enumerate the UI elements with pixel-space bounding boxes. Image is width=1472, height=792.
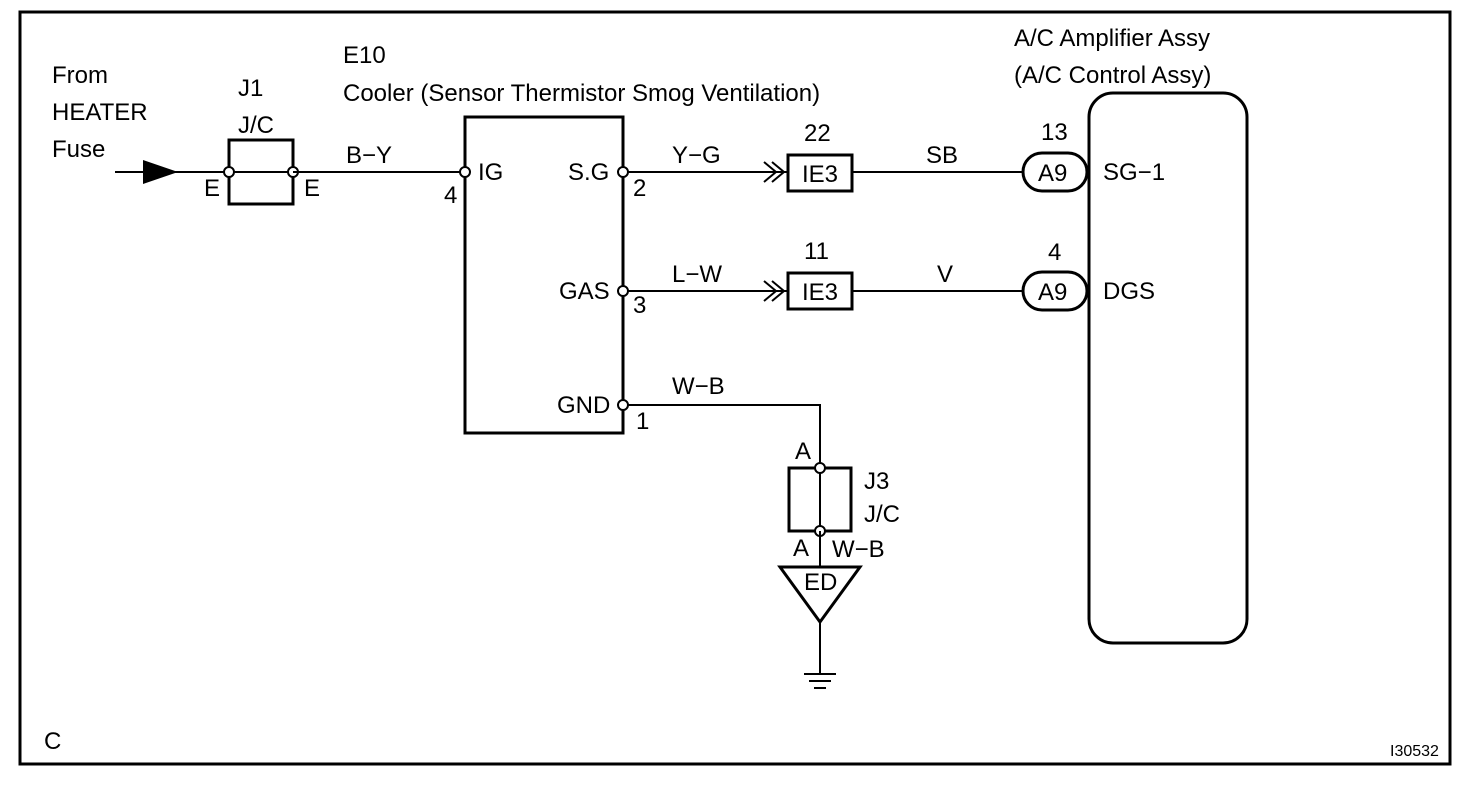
wire-v-label: V bbox=[937, 261, 953, 288]
e10-id: E10 bbox=[343, 42, 386, 69]
amplifier-subtitle: (A/C Control Assy) bbox=[1014, 62, 1211, 89]
ie3-top-connector bbox=[786, 153, 854, 193]
j1-pin-left-label: E bbox=[204, 175, 220, 202]
diagram-frame bbox=[18, 10, 1452, 766]
ed-ground-label: ED bbox=[804, 569, 837, 596]
a9-top-connector bbox=[1021, 151, 1089, 193]
a9-top-label: A9 bbox=[1038, 160, 1067, 187]
e10-pin-sg-label: S.G bbox=[568, 159, 609, 186]
source-label-line-2: HEATER bbox=[52, 99, 148, 126]
signal-line-sg: Y−G 22 IE3 SB 13 A9 bbox=[628, 119, 1089, 193]
e10-pin-gnd-label: GND bbox=[557, 392, 610, 419]
wire-sb-label: SB bbox=[926, 142, 958, 169]
ie3-bottom-pin: 11 bbox=[804, 238, 829, 265]
e10-pin-gnd-num: 1 bbox=[636, 408, 649, 435]
ie3-top-pin: 22 bbox=[804, 120, 831, 147]
e10-pin-sg bbox=[617, 166, 629, 178]
j3-pin-bottom-label: A bbox=[793, 535, 809, 562]
j1-junction-connector: J1 J/C E E bbox=[204, 75, 320, 206]
ed-ground-triangle bbox=[777, 565, 863, 625]
ed-ground-point: ED bbox=[777, 531, 863, 689]
j3-pin-top-label: A bbox=[795, 438, 811, 465]
heater-fuse-source: From HEATER Fuse bbox=[52, 62, 229, 184]
ie3-bottom-arrow-icon bbox=[763, 280, 778, 302]
source-label-line-1: From bbox=[52, 62, 108, 89]
ground-line: W−B bbox=[628, 373, 821, 468]
j1-type: J/C bbox=[238, 112, 274, 139]
a9-bottom-label: A9 bbox=[1038, 279, 1067, 306]
ac-amplifier-assy: A/C Amplifier Assy (A/C Control Assy) SG… bbox=[1014, 25, 1249, 645]
e10-cooler-sensor: E10 Cooler (Sensor Thermistor Smog Venti… bbox=[343, 42, 820, 435]
source-arrow-icon bbox=[143, 160, 178, 184]
wire-y-g-label: Y−G bbox=[672, 142, 721, 169]
j1-id: J1 bbox=[238, 75, 263, 102]
amplifier-box bbox=[1087, 91, 1249, 645]
amplifier-title: A/C Amplifier Assy bbox=[1014, 25, 1210, 52]
figure-id: I30532 bbox=[1390, 743, 1439, 760]
wire-w-b bbox=[628, 404, 821, 468]
a9-bottom-connector bbox=[1021, 270, 1089, 312]
ie3-top-arrow-icon bbox=[763, 161, 778, 183]
ground-symbol-icon bbox=[804, 673, 836, 689]
ie3-bottom-connector bbox=[786, 271, 854, 311]
amplifier-pin-sg1: SG−1 bbox=[1103, 159, 1165, 186]
ie3-top-label: IE3 bbox=[802, 161, 838, 188]
e10-box bbox=[463, 115, 625, 435]
e10-pin-gas-label: GAS bbox=[559, 278, 610, 305]
wire-l-w-label: L−W bbox=[672, 261, 722, 288]
wire-w-b-label: W−B bbox=[672, 373, 725, 400]
ie3-bottom-arrow-icon-2 bbox=[771, 280, 786, 302]
wire-w-b-lower-label: W−B bbox=[832, 536, 885, 563]
signal-line-gas: L−W 11 IE3 V 4 A9 bbox=[628, 238, 1089, 312]
e10-pin-ig-label: IG bbox=[478, 159, 503, 186]
e10-pin-ig-num: 4 bbox=[444, 182, 457, 209]
amplifier-pin-dgs: DGS bbox=[1103, 278, 1155, 305]
corner-label: C bbox=[44, 728, 61, 755]
ie3-top-arrow-icon-2 bbox=[771, 161, 786, 183]
wire-b-y-label: B−Y bbox=[346, 142, 392, 169]
e10-pin-gas bbox=[617, 285, 629, 297]
e10-pin-sg-num: 2 bbox=[633, 175, 646, 202]
source-label-line-3: Fuse bbox=[52, 136, 105, 163]
j3-pin-top bbox=[814, 462, 826, 474]
ie3-bottom-label: IE3 bbox=[802, 279, 838, 306]
e10-pin-gas-num: 3 bbox=[633, 292, 646, 319]
j3-junction-connector: A A J3 J/C W−B bbox=[787, 438, 900, 563]
a9-top-pin: 13 bbox=[1041, 119, 1068, 146]
a9-bottom-pin: 4 bbox=[1048, 239, 1061, 266]
j3-id: J3 bbox=[864, 468, 889, 495]
e10-pin-ig bbox=[459, 166, 471, 178]
e10-pin-gnd bbox=[617, 399, 629, 411]
j1-pin-right-label: E bbox=[304, 175, 320, 202]
j3-type: J/C bbox=[864, 501, 900, 528]
e10-name: Cooler (Sensor Thermistor Smog Ventilati… bbox=[343, 80, 820, 107]
j1-pin-left bbox=[223, 166, 235, 178]
